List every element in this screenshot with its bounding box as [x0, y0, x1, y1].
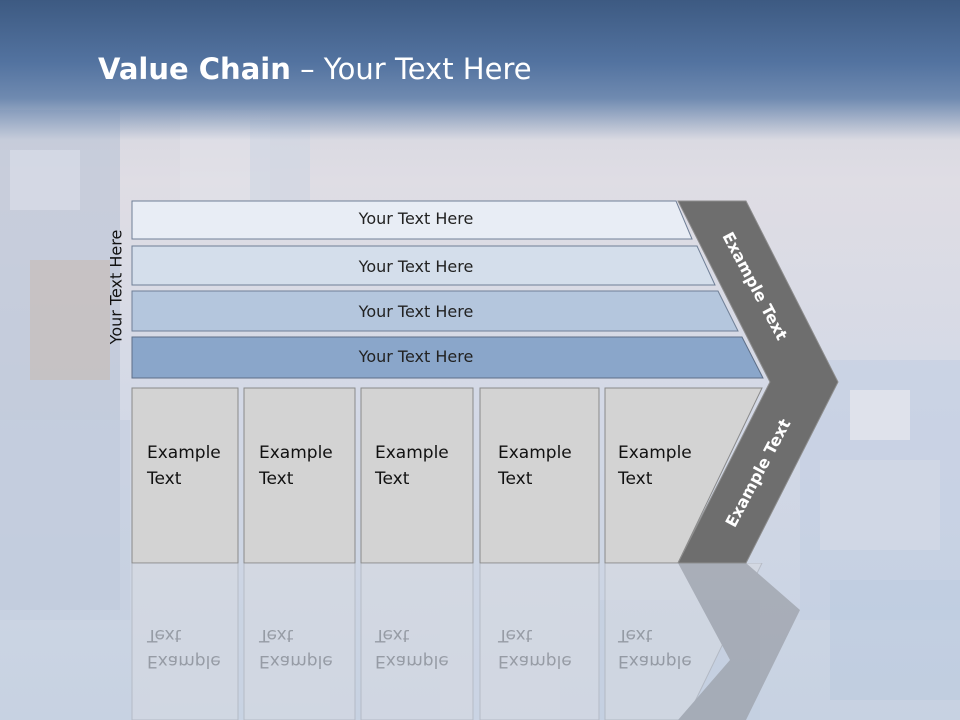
title-subtitle: – Your Text Here	[290, 52, 532, 86]
band-1-shape	[131, 200, 693, 240]
band-4-label: Your Text Here	[358, 347, 474, 366]
column-4-label: Example Text	[498, 443, 572, 489]
column-3-shape	[360, 387, 474, 564]
title-bold: Value Chain	[98, 52, 291, 86]
column-1-label: Example Text	[147, 443, 221, 489]
column-2-shape	[243, 387, 356, 564]
column-2-label: Example Text	[259, 443, 333, 489]
slide-title: Value Chain – Your Text Here	[98, 52, 532, 86]
band-3-label: Your Text Here	[358, 302, 474, 321]
band-4-shape	[131, 336, 764, 379]
title-band	[0, 0, 960, 140]
band-3-shape	[131, 290, 739, 332]
band-1-label: Your Text Here	[358, 209, 474, 228]
column-3-label: Example Text	[375, 443, 449, 489]
column-1-shape	[131, 387, 239, 564]
band-2-shape	[131, 245, 716, 286]
column-5-label: Example Text	[618, 443, 692, 489]
column-4-shape	[479, 387, 600, 564]
band-2-label: Your Text Here	[358, 257, 474, 276]
